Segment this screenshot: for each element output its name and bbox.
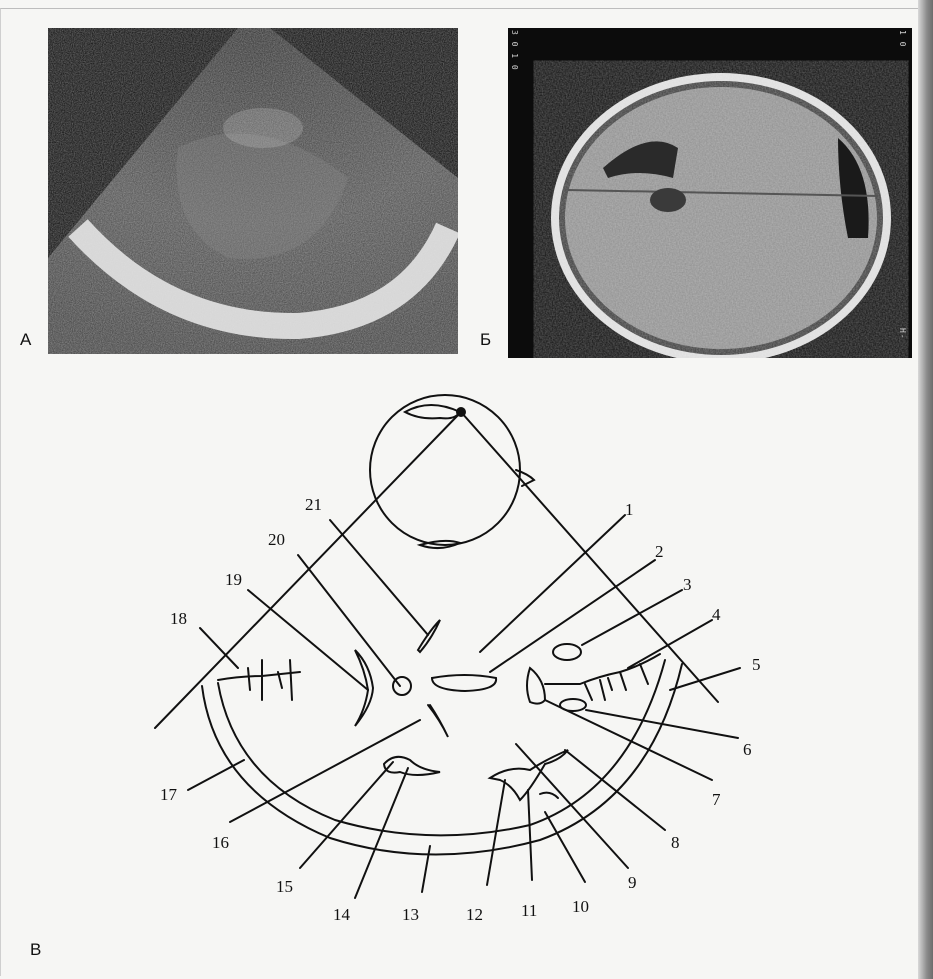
ultrasound-image bbox=[48, 28, 458, 354]
mri-overlay-text-bottom: H- bbox=[898, 328, 907, 340]
label-6: 6 bbox=[743, 740, 752, 759]
label-21: 21 bbox=[305, 495, 322, 514]
label-2: 2 bbox=[655, 542, 664, 561]
label-15: 15 bbox=[276, 877, 293, 896]
label-1: 1 bbox=[625, 500, 634, 519]
book-spine-edge bbox=[918, 0, 933, 979]
label-7: 7 bbox=[712, 790, 721, 809]
label-9: 9 bbox=[628, 873, 637, 892]
beam-line-right bbox=[461, 412, 718, 702]
label-13: 13 bbox=[402, 905, 419, 924]
label-12: 12 bbox=[466, 905, 483, 924]
label-8: 8 bbox=[671, 833, 680, 852]
label-19: 19 bbox=[225, 570, 242, 589]
schematic-diagram: 1 2 3 4 5 6 7 8 9 10 11 12 13 14 15 16 1… bbox=[0, 370, 918, 979]
mri-overlay-text-left: 3 0 1 0 bbox=[510, 30, 519, 71]
label-4: 4 bbox=[712, 605, 721, 624]
label-17: 17 bbox=[160, 785, 178, 804]
beam-line-left bbox=[155, 412, 461, 728]
label-5: 5 bbox=[752, 655, 761, 674]
label-10: 10 bbox=[572, 897, 589, 916]
label-3: 3 bbox=[683, 575, 692, 594]
mri-overlay-text-right: 1 0 bbox=[898, 30, 907, 47]
label-18: 18 bbox=[170, 609, 187, 628]
label-14: 14 bbox=[333, 905, 351, 924]
panel-label-a: А bbox=[20, 330, 31, 350]
label-11: 11 bbox=[521, 901, 537, 920]
mri-image: 3 0 1 0 1 0 H- bbox=[508, 28, 912, 358]
label-16: 16 bbox=[212, 833, 229, 852]
label-20: 20 bbox=[268, 530, 285, 549]
skull-outer bbox=[202, 664, 682, 855]
panel-label-b: Б bbox=[480, 330, 491, 350]
panel-label-c: В bbox=[30, 940, 41, 960]
